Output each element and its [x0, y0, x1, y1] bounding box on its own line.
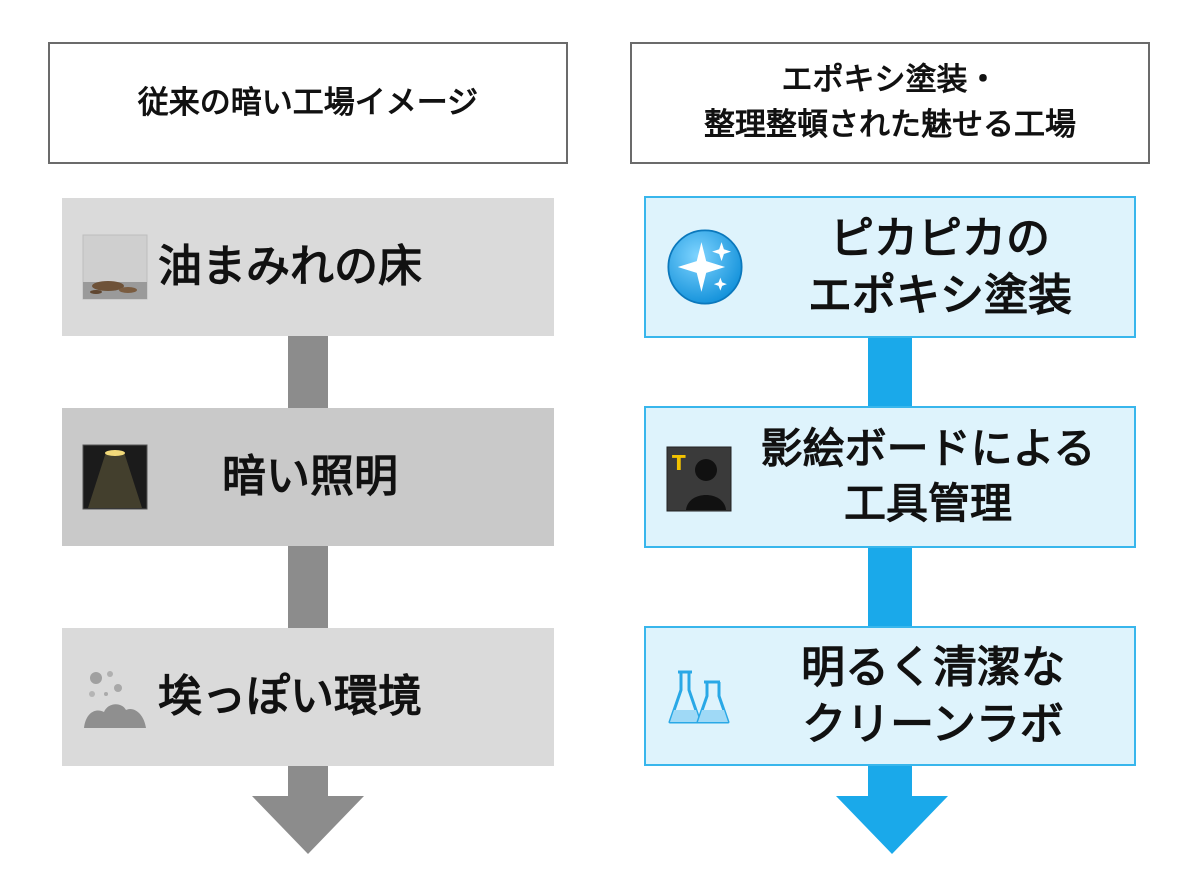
traditional-factory-column: 従来の暗い工場イメージ 油まみれの床 暗い照明 埃っぽい環境 [48, 0, 570, 896]
right-item-label: ピカピカの エポキシ塗装 [808, 212, 1072, 321]
arrow-stem [868, 764, 912, 798]
arrow-stem [288, 546, 328, 628]
shadow-board-icon: T [666, 446, 732, 512]
svg-text:T: T [672, 451, 686, 475]
arrow-stem [288, 764, 328, 798]
arrow-down-icon [836, 796, 948, 854]
modern-factory-column: エポキシ塗装・ 整理整頓された魅せる工場 ピカピカの エポキシ塗装 T 影絵ボー… [630, 0, 1152, 896]
flask-icon [668, 670, 730, 724]
left-item-label: 暗い照明 [222, 451, 398, 503]
right-header: エポキシ塗装・ 整理整頓された魅せる工場 [630, 42, 1150, 164]
right-item-epoxy: ピカピカの エポキシ塗装 [644, 196, 1136, 338]
right-item-clean-lab: 明るく清潔な クリーンラボ [644, 626, 1136, 766]
sparkle-icon [667, 229, 743, 305]
left-item-label: 埃っぽい環境 [158, 671, 422, 723]
right-item-shadow-board: T 影絵ボードによる 工具管理 [644, 406, 1136, 548]
oily-floor-icon [82, 234, 148, 300]
dust-icon [84, 671, 146, 728]
left-item-oily-floor: 油まみれの床 [62, 198, 554, 336]
arrow-stem [288, 336, 328, 408]
left-item-dusty: 埃っぽい環境 [62, 628, 554, 766]
arrow-stem [868, 548, 912, 628]
left-item-label: 油まみれの床 [158, 241, 422, 293]
left-item-dim-lighting: 暗い照明 [62, 408, 554, 546]
left-header: 従来の暗い工場イメージ [48, 42, 568, 164]
arrow-stem [868, 338, 912, 408]
arrow-down-icon [252, 796, 364, 854]
right-item-label: 明るく清潔な クリーンラボ [801, 641, 1065, 750]
dim-lamp-icon [82, 444, 148, 510]
right-item-label: 影絵ボードによる 工具管理 [760, 424, 1096, 528]
